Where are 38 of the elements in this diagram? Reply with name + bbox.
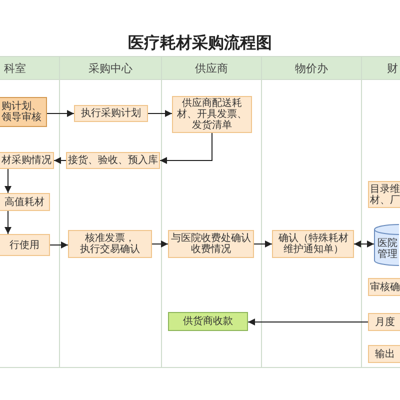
swimlane	[162, 56, 262, 368]
process-box: 高值耗材	[0, 193, 50, 211]
process-box: 供货商收款	[168, 312, 248, 331]
arrow	[160, 132, 212, 164]
process-box: 接货、验收、预入库	[66, 152, 160, 169]
lane-header: 供应商	[162, 56, 261, 80]
process-box: 审核确	[368, 278, 400, 296]
arrow	[148, 110, 172, 117]
database-cylinder: 医院管理	[374, 224, 399, 266]
process-box: 购计划、领导审核	[0, 97, 47, 127]
lane-header: 财	[362, 56, 400, 80]
title: 医疗耗材采购流程图	[127, 33, 273, 53]
arrow	[4, 168, 12, 194]
process-box: 执行采购计划	[74, 105, 148, 122]
lane-header: 物价办	[262, 56, 361, 80]
process-box: 输出	[368, 345, 400, 363]
arrow	[54, 157, 66, 164]
process-box: 目录维材、厂	[368, 181, 400, 208]
arrow	[152, 240, 168, 248]
lane-header: 采购中心	[60, 56, 161, 80]
double-arrow	[354, 240, 374, 248]
arrow	[46, 110, 74, 117]
process-box: 核准发票，执行交易确认	[68, 230, 152, 258]
arrow	[248, 318, 368, 326]
process-box: 与医院收费处确认收费情况	[168, 230, 254, 258]
process-box: 确认（特殊耗材维护通知单）	[272, 230, 354, 258]
arrow	[4, 210, 12, 234]
swimlane	[362, 56, 400, 368]
process-box: 材采购情况	[0, 152, 54, 169]
lane-header: 科室	[0, 56, 59, 80]
swimlane	[262, 56, 362, 368]
arrow	[50, 242, 68, 248]
arrow	[254, 240, 272, 248]
swimlane	[0, 56, 60, 368]
swimlane	[60, 56, 162, 368]
process-box: 供应商配送耗材、开具发票、发货清单	[172, 96, 252, 133]
process-box: 行使用	[0, 234, 50, 256]
process-box: 月度	[368, 313, 400, 331]
